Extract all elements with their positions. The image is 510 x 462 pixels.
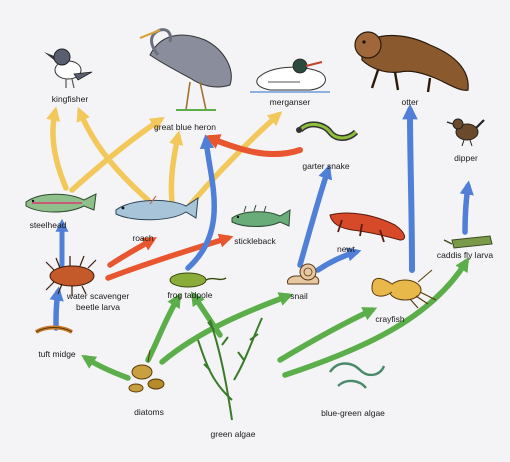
label-blue-green-algae: blue-green algae — [321, 408, 385, 418]
label-tuft-midge: tuft midge — [38, 349, 75, 359]
otter-icon — [355, 32, 468, 92]
arrow-crayfish-otter — [410, 110, 412, 270]
arrow-snail-newt — [318, 252, 356, 270]
crayfish-icon — [372, 270, 436, 308]
newt-icon — [330, 213, 405, 242]
label-crayfish: crayfish — [375, 314, 404, 324]
label-otter: otter — [401, 97, 418, 107]
label-green-algae: green algae — [211, 429, 256, 439]
label-merganser: merganser — [270, 97, 311, 107]
beetle-larva-icon — [46, 256, 96, 296]
snake-icon — [296, 124, 356, 138]
caddis-larva-icon — [444, 236, 492, 248]
label-frog-tadpole: frog tadpole — [168, 290, 213, 300]
arrow-algae-crayfish — [280, 310, 372, 360]
label-garter-snake: garter snake — [302, 161, 349, 171]
label-steelhead: steelhead — [30, 220, 67, 230]
arrow-beetle-roach — [110, 240, 152, 265]
arrow-diatoms-midge — [86, 358, 128, 378]
arrow-snake-heron — [210, 138, 300, 154]
steelhead-fish-icon — [26, 194, 96, 212]
stickleback-fish-icon — [232, 205, 290, 227]
arrow-steelhead-heron — [72, 120, 160, 190]
kingfisher-icon — [44, 49, 92, 88]
diatoms-icon — [129, 350, 164, 392]
label-dipper: dipper — [454, 153, 478, 163]
arrow-diatoms-snail — [162, 296, 288, 362]
label-great-blue-heron: great blue heron — [154, 122, 216, 132]
label-roach: roach — [132, 233, 153, 243]
label-newt: newt — [337, 244, 355, 254]
label-stickleback: stickleback — [234, 236, 276, 246]
label-water-scavenger-beetle-larva-line2: beetle larva — [76, 302, 120, 312]
heron-icon — [140, 30, 231, 110]
arrow-midge-beetle — [56, 292, 58, 328]
dipper-icon — [447, 119, 484, 146]
arrow-snail-snake — [300, 170, 328, 265]
label-water-scavenger-beetle-larva-line1: water scavenger — [67, 291, 129, 301]
merganser-icon — [250, 59, 330, 92]
label-kingfisher: kingfisher — [52, 94, 88, 104]
tadpole-icon — [170, 273, 226, 287]
label-snail: snail — [290, 291, 307, 301]
label-caddis-fly-larva: caddis fly larva — [437, 250, 493, 260]
arrow-roach-heron — [171, 136, 178, 202]
arrow-caddis-dipper — [465, 186, 468, 232]
blue-green-algae-icon — [330, 364, 384, 389]
label-diatoms: diatoms — [134, 407, 164, 417]
roach-fish-icon — [116, 196, 198, 220]
arrow-steelhead-kingfisher — [53, 112, 66, 188]
snail-icon — [287, 264, 318, 284]
